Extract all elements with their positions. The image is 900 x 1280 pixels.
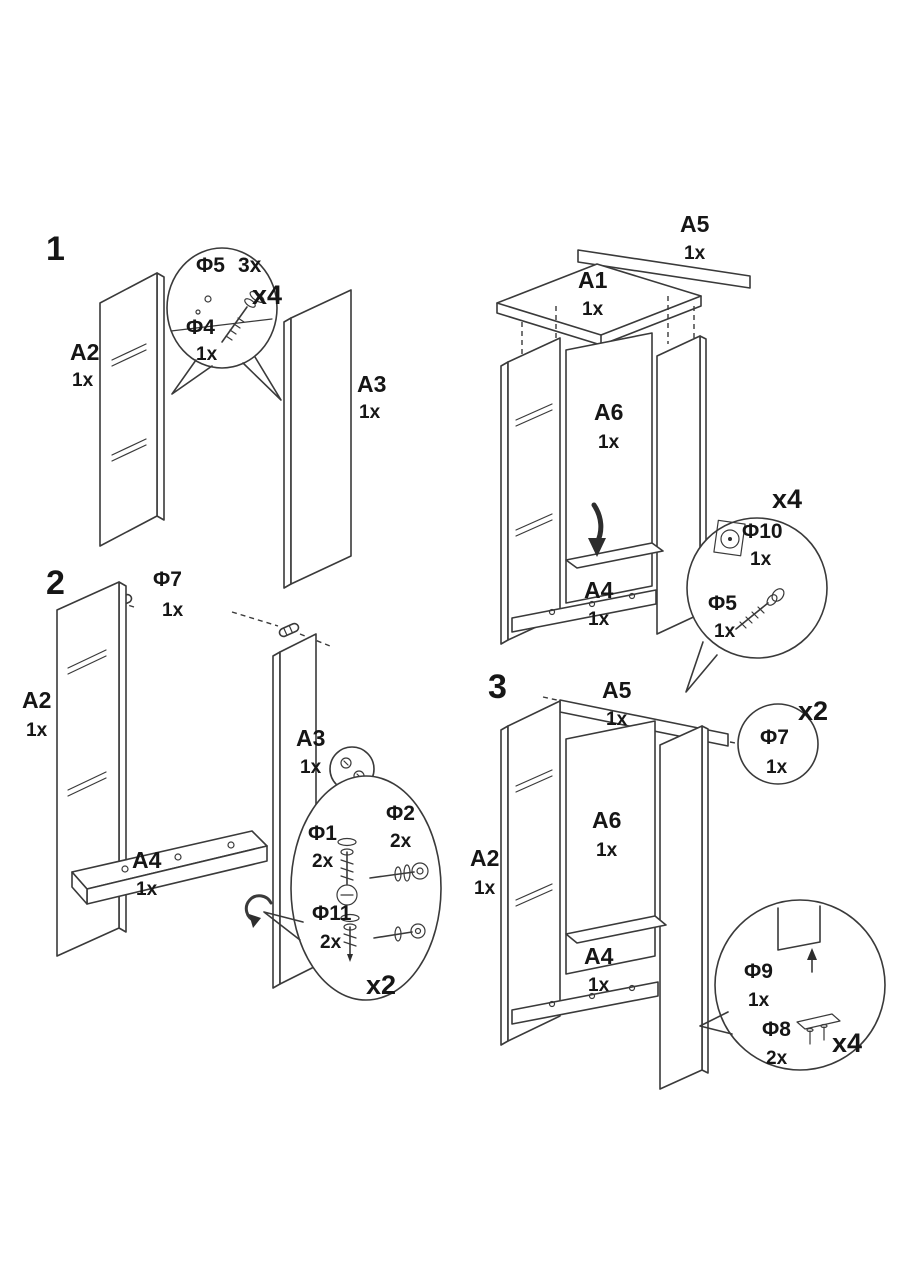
step3-phi7-qty: 1x bbox=[766, 757, 788, 778]
top-right-phi10-label: Φ10 bbox=[742, 520, 783, 543]
step2-phi7-qty: 1x bbox=[162, 600, 184, 621]
step3-phi8-bracket-icon bbox=[796, 1013, 841, 1045]
step3-a2-qty: 1x bbox=[474, 878, 496, 899]
step2-x2-multiplier: x2 bbox=[366, 970, 396, 1000]
step1-hardware-callout-drawing bbox=[166, 247, 282, 401]
step3-phi9-qty: 1x bbox=[748, 990, 770, 1011]
step2-phi7-label: Φ7 bbox=[153, 568, 182, 591]
step3-phi9-label: Φ9 bbox=[744, 960, 773, 983]
step3-a4-qty: 1x bbox=[588, 975, 610, 996]
step2-a3-qty: 1x bbox=[300, 757, 322, 778]
top-right-a1-label: A1 bbox=[578, 267, 608, 293]
step2-phi2-qty: 2x bbox=[390, 831, 412, 852]
step1-a2-label: A2 bbox=[70, 339, 99, 365]
step2-hardware-callout-drawing bbox=[263, 775, 442, 1001]
top-right-a6-label: A6 bbox=[594, 399, 623, 425]
step3-phi8-qty: 2x bbox=[766, 1048, 788, 1069]
step1-screw-icon bbox=[221, 290, 265, 343]
step2-dowel-phi7-drawing bbox=[111, 593, 331, 647]
step2-phi2-bolt-icon bbox=[369, 862, 429, 882]
step2-a2-label: A2 bbox=[22, 687, 51, 713]
step2-panel-a2-drawing bbox=[56, 581, 127, 957]
step2-number: 2 bbox=[46, 564, 65, 602]
step3-a4-label: A4 bbox=[584, 943, 614, 969]
top-right-panel-a6-drawing bbox=[565, 332, 653, 604]
top-right-rail-a5-drawing bbox=[577, 249, 751, 289]
step3-phi9-corner-icon bbox=[777, 905, 821, 973]
step1-phi5-label: Φ5 bbox=[196, 254, 225, 277]
top-right-phi5-qty: 1x bbox=[714, 621, 736, 642]
step3-phi7-label: Φ7 bbox=[760, 726, 789, 749]
top-right-a5-qty: 1x bbox=[684, 243, 706, 264]
top-right-phi5-label: Φ5 bbox=[708, 592, 737, 615]
step3-hardware-callout-drawing bbox=[699, 899, 886, 1071]
top-right-panel-a4-drawing bbox=[511, 542, 664, 633]
step1-x4-multiplier: x4 bbox=[252, 280, 282, 310]
step1-phi5-qty: 3x bbox=[238, 254, 262, 277]
step2-phi1-label: Φ1 bbox=[308, 822, 337, 845]
step2-phi1-qty: 2x bbox=[312, 851, 334, 872]
step2-a2-qty: 1x bbox=[26, 720, 48, 741]
top-right-phi10-qty: 1x bbox=[750, 549, 772, 570]
step2-a4-qty: 1x bbox=[136, 879, 158, 900]
step2-phi1-screw-icon bbox=[336, 837, 358, 906]
step3-phi8-label: Φ8 bbox=[762, 1018, 791, 1041]
step1-a3-label: A3 bbox=[357, 371, 386, 397]
step3-number: 3 bbox=[488, 668, 507, 706]
step3-a6-label: A6 bbox=[592, 807, 621, 833]
top-right-a6-qty: 1x bbox=[598, 432, 620, 453]
step1-phi4-qty: 1x bbox=[196, 344, 218, 365]
step3-a6-qty: 1x bbox=[596, 840, 618, 861]
top-right-a5-label: A5 bbox=[680, 211, 710, 237]
step3-panel-right-drawing bbox=[659, 725, 709, 1090]
step2-phi11-screw-icon bbox=[340, 913, 426, 962]
step3-panel-a6-drawing bbox=[565, 720, 656, 975]
top-right-phi10-cam-icon bbox=[713, 519, 746, 557]
step2-a4-label: A4 bbox=[132, 847, 162, 873]
step3-x4-multiplier: x4 bbox=[832, 1028, 862, 1058]
step3-dowel-callout-drawing bbox=[737, 703, 819, 785]
step2-rotate-arrow-icon bbox=[244, 894, 273, 928]
top-right-x4-multiplier: x4 bbox=[772, 484, 802, 514]
step3-a5-label: A5 bbox=[602, 677, 632, 703]
top-right-panel-left-drawing bbox=[500, 337, 561, 645]
step3-a2-label: A2 bbox=[470, 845, 499, 871]
step1-a2-qty: 1x bbox=[72, 370, 94, 391]
top-right-a4-label: A4 bbox=[584, 577, 614, 603]
top-right-insert-arrow-icon bbox=[588, 502, 606, 557]
step3-panel-a4-drawing bbox=[511, 915, 667, 1025]
top-right-phi5-screw-icon bbox=[735, 588, 785, 630]
step2-panel-a4-drawing bbox=[71, 830, 268, 905]
step3-x2-multiplier: x2 bbox=[798, 696, 828, 726]
step1-a3-qty: 1x bbox=[359, 402, 381, 423]
top-right-a4-qty: 1x bbox=[588, 609, 610, 630]
step3-panel-a2-drawing bbox=[500, 700, 561, 1046]
step1-number: 1 bbox=[46, 230, 65, 268]
step1-phi4-label: Φ4 bbox=[186, 316, 215, 339]
step2-phi11-label: Φ11 bbox=[312, 902, 352, 925]
step3-a5-qty: 1x bbox=[606, 709, 628, 730]
step1-panel-a2-drawing bbox=[99, 272, 165, 547]
step2-phi11-qty: 2x bbox=[320, 932, 342, 953]
step2-a3-label: A3 bbox=[296, 725, 325, 751]
step1-panel-a3-drawing bbox=[283, 289, 352, 589]
step2-phi2-label: Φ2 bbox=[386, 802, 415, 825]
top-right-a1-qty: 1x bbox=[582, 299, 604, 320]
top-right-hardware-callout-drawing bbox=[685, 517, 828, 693]
